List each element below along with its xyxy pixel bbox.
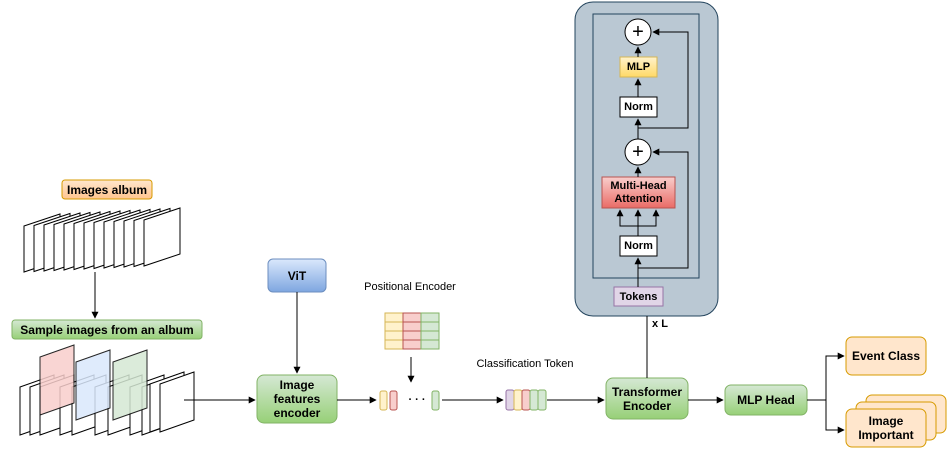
- mlp-inner-label: MLP: [626, 61, 651, 73]
- token-green: [431, 390, 440, 411]
- tokens-label: Tokens: [619, 290, 658, 303]
- pos-cell: [402, 339, 422, 350]
- token-red: [389, 390, 398, 411]
- attention-split-left: [616, 209, 638, 227]
- plus-bottom-symbol: +: [632, 141, 644, 163]
- pos-cell: [384, 321, 404, 332]
- sample-sheet: [159, 371, 195, 433]
- pos-cell: [420, 312, 440, 323]
- feature-token-strip: [379, 390, 440, 411]
- pos-cell: [384, 330, 404, 341]
- sample-frame-red: [39, 344, 75, 416]
- sample-images-label: Sample images from an album: [20, 322, 194, 337]
- sample-frame-green: [112, 349, 148, 421]
- image-features-encoder-label: Image features encoder: [273, 378, 321, 420]
- cls-token: [529, 389, 539, 411]
- token-ellipsis: · · ·: [408, 394, 426, 406]
- sample-frame-blue: [75, 349, 111, 421]
- sample-images-box: [11, 319, 203, 340]
- event-class-box: [845, 336, 927, 376]
- mlp-head-branch-event: [807, 352, 845, 401]
- residual-skip-bottom: [638, 148, 689, 269]
- norm-bottom-label: Norm: [624, 240, 653, 252]
- cls-token: [521, 389, 531, 411]
- pos-cell: [420, 339, 440, 350]
- positional-encoder-label: Positional Encoder: [364, 281, 456, 293]
- norm-top-label: Norm: [624, 101, 653, 113]
- plus-top-symbol: +: [632, 21, 644, 43]
- attention-label: Multi-Head Attention: [610, 179, 667, 205]
- cls-token: [505, 389, 515, 411]
- plus-circle-top: [624, 18, 652, 46]
- attention-split-right: [638, 209, 660, 227]
- event-class-label: Event Class: [851, 349, 921, 363]
- pos-cell: [402, 321, 422, 332]
- classification-token-strip: [505, 389, 547, 411]
- pos-cell: [402, 312, 422, 323]
- positional-encoding-grid: [384, 312, 440, 350]
- vit-label: ViT: [287, 268, 307, 283]
- image-important-label: Image Important: [858, 414, 914, 442]
- mlp-head-branch-important: [825, 400, 845, 434]
- sampled-image-stack: [19, 344, 195, 436]
- album-title: Images album: [66, 182, 148, 197]
- pos-cell: [384, 339, 404, 350]
- attention-box: [601, 176, 676, 209]
- residual-skip-top: [638, 28, 689, 129]
- classification-token-label: Classification Token: [476, 358, 574, 370]
- image-important-stack: [845, 394, 947, 448]
- cls-token: [537, 389, 547, 411]
- transformer-encoder-label: Transformer Encoder: [611, 384, 683, 413]
- pos-cell: [384, 312, 404, 323]
- pos-cell: [420, 330, 440, 341]
- connectors: [91, 28, 845, 434]
- mlp-head-label: MLP Head: [737, 393, 795, 407]
- album-title-box: [61, 179, 153, 200]
- repeat-label: x L: [652, 318, 668, 330]
- album-sheet: [143, 207, 181, 267]
- image-features-encoder-box: [256, 374, 338, 424]
- token-yellow: [379, 390, 388, 411]
- pos-cell: [420, 321, 440, 332]
- pos-cell: [402, 330, 422, 341]
- album-image-stack: [23, 207, 181, 273]
- cls-token: [513, 389, 523, 411]
